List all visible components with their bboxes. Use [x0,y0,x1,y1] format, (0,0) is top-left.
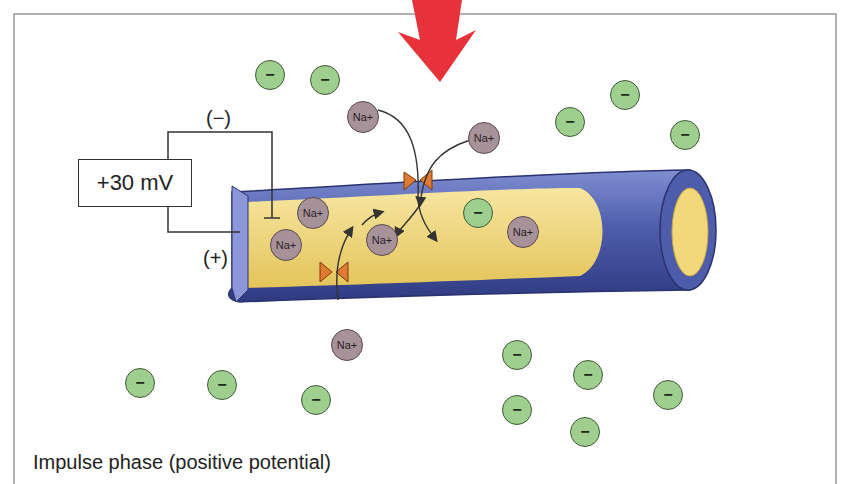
sodium-ion: Na+ [468,122,500,154]
ion-symbol: Na+ [353,112,374,123]
frame [14,14,836,484]
ion-symbol: Na+ [513,227,534,238]
sodium-channel [320,170,432,282]
negative-ion: − [610,80,640,110]
ion-symbol: Na+ [372,235,393,246]
sodium-ion: Na+ [347,101,379,133]
negative-ion: − [310,65,340,95]
negative-ion: − [502,340,532,370]
ion-symbol: − [680,127,689,143]
polarity-label: (+) [203,248,228,268]
ion-symbol: − [320,72,329,88]
ion-symbol: − [217,377,226,393]
negative-ion: − [573,360,603,390]
ion-symbol: − [265,67,274,83]
sodium-ion: Na+ [331,329,363,361]
negative-ion: − [555,107,585,137]
polarity-label: (−) [206,108,231,128]
negative-ion: − [463,198,493,228]
ion-symbol: − [583,367,592,383]
negative-ion: − [255,60,285,90]
cut-face [232,186,248,302]
ion-symbol: − [473,205,482,221]
ion-symbol: Na+ [303,208,324,219]
negative-ion: − [502,395,532,425]
ion-symbol: − [565,114,574,130]
axon-end-core [672,188,708,276]
negative-ion: − [670,120,700,150]
sodium-ion: Na+ [297,197,329,229]
sodium-ion: Na+ [270,229,302,261]
ion-symbol: Na+ [474,133,495,144]
sodium-ion: Na+ [507,216,539,248]
negative-ion: − [653,380,683,410]
negative-ion: − [207,370,237,400]
ion-symbol: − [512,347,521,363]
axon-end [660,170,716,290]
negative-ion: − [301,385,331,415]
sodium-ion: Na+ [366,224,398,256]
ion-symbol: − [512,402,521,418]
stimulus-arrow [398,0,476,82]
axon-core [246,188,603,288]
ion-symbol: − [311,392,320,408]
ion-symbol: Na+ [337,340,358,351]
axon-tube [229,170,690,302]
ion-symbol: − [663,387,672,403]
ion-flow-arrows [337,110,470,300]
voltage-reading: +30 mV [97,172,173,194]
ion-symbol: − [135,375,144,391]
caption: Impulse phase (positive potential) [33,452,331,472]
negative-ion: − [570,417,600,447]
ion-symbol: − [620,87,629,103]
voltmeter-box: +30 mV [78,159,192,207]
ion-symbol: − [580,424,589,440]
negative-ion: − [125,368,155,398]
ion-symbol: Na+ [276,240,297,251]
